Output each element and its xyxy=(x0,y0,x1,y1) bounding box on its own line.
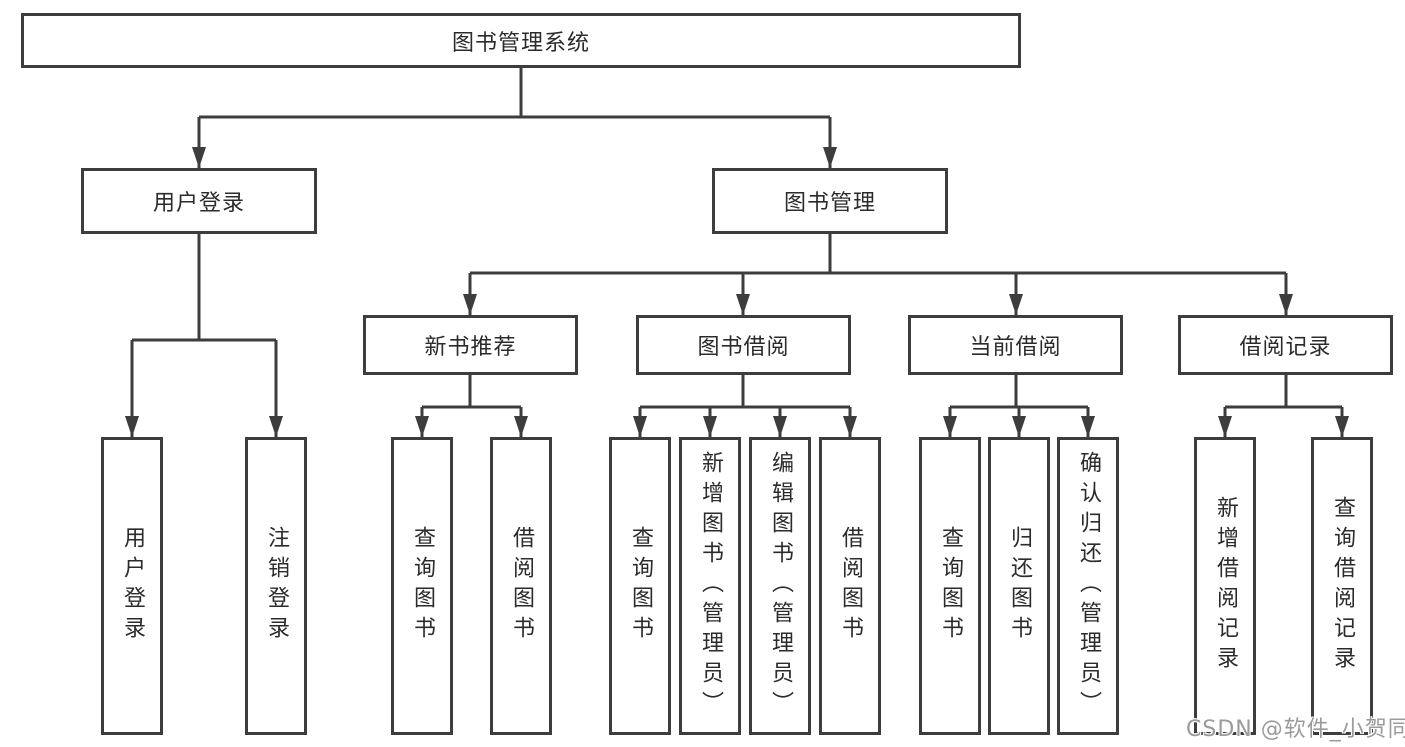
node-label: 新增图书（管理员） xyxy=(698,451,723,721)
node-label: 确认归还（管理员） xyxy=(1076,451,1101,721)
csdn-watermark: CSDN @软件_小贺同学 xyxy=(1186,717,1405,742)
arrow-down-icon xyxy=(192,147,206,168)
node-label: 用户登录 xyxy=(120,526,145,646)
arrow-down-icon xyxy=(269,416,283,437)
node-label: 图书管理系统 xyxy=(451,30,590,56)
arrow-down-icon xyxy=(1335,416,1349,437)
node-label: 借阅图书 xyxy=(838,526,863,646)
arrow-down-icon xyxy=(463,294,477,315)
node-label: 当前借阅 xyxy=(969,335,1062,360)
node-label: 用户登录 xyxy=(152,191,245,216)
node-label: 查询图书 xyxy=(628,526,653,646)
node-label: 新书推荐 xyxy=(424,335,517,360)
leaf-logout: 注销登录 xyxy=(245,437,307,735)
arrow-down-icon xyxy=(514,416,528,437)
leaf-query-books-borrow: 查询图书 xyxy=(609,437,671,735)
node-new-book-recommendation: 新书推荐 xyxy=(363,315,578,375)
arrow-down-icon xyxy=(843,416,857,437)
arrow-down-icon xyxy=(125,416,139,437)
arrow-down-icon xyxy=(1012,416,1026,437)
arrow-down-icon xyxy=(823,147,837,168)
node-current-borrowing: 当前借阅 xyxy=(908,315,1123,375)
arrow-down-icon xyxy=(633,416,647,437)
node-label: 编辑图书（管理员） xyxy=(768,451,793,721)
leaf-add-book-admin: 新增图书（管理员） xyxy=(679,437,741,735)
arrow-down-icon xyxy=(1279,294,1293,315)
arrow-down-icon xyxy=(736,294,750,315)
node-label: 查询图书 xyxy=(410,526,435,646)
arrow-down-icon xyxy=(415,416,429,437)
node-label: 新增借阅记录 xyxy=(1213,496,1238,676)
node-label: 图书管理 xyxy=(783,191,876,216)
node-library-management-system: 图书管理系统 xyxy=(21,13,1021,68)
node-book-management: 图书管理 xyxy=(712,168,948,234)
arrow-down-icon xyxy=(773,416,787,437)
node-user-login: 用户登录 xyxy=(81,168,317,234)
node-label: 查询借阅记录 xyxy=(1330,496,1355,676)
node-label: 借阅记录 xyxy=(1239,335,1332,360)
node-label: 图书借阅 xyxy=(697,335,790,360)
arrow-down-icon xyxy=(703,416,717,437)
arrow-down-icons xyxy=(125,147,1349,437)
arrow-down-icon xyxy=(1009,294,1023,315)
leaf-edit-book-admin: 编辑图书（管理员） xyxy=(749,437,811,735)
node-label: 借阅图书 xyxy=(509,526,534,646)
arrow-down-icon xyxy=(1081,416,1095,437)
leaf-add-borrow-record: 新增借阅记录 xyxy=(1194,437,1256,735)
node-book-borrowing: 图书借阅 xyxy=(636,315,851,375)
leaf-query-books-recommend: 查询图书 xyxy=(391,437,453,735)
arrow-down-icon xyxy=(943,416,957,437)
arrow-down-icon xyxy=(1218,416,1232,437)
leaf-user-login: 用户登录 xyxy=(101,437,163,735)
leaf-query-books-current: 查询图书 xyxy=(919,437,981,735)
leaf-borrow-books-recommend: 借阅图书 xyxy=(490,437,552,735)
node-label: 归还图书 xyxy=(1007,526,1032,646)
node-borrowing-records: 借阅记录 xyxy=(1178,315,1393,375)
leaf-return-books: 归还图书 xyxy=(988,437,1050,735)
leaf-query-borrow-record: 查询借阅记录 xyxy=(1311,437,1373,735)
leaf-borrow-books: 借阅图书 xyxy=(819,437,881,735)
leaf-confirm-return-admin: 确认归还（管理员） xyxy=(1057,437,1119,735)
node-label: 注销登录 xyxy=(264,526,289,646)
tree-edges xyxy=(130,68,1344,437)
node-label: 查询图书 xyxy=(938,526,963,646)
